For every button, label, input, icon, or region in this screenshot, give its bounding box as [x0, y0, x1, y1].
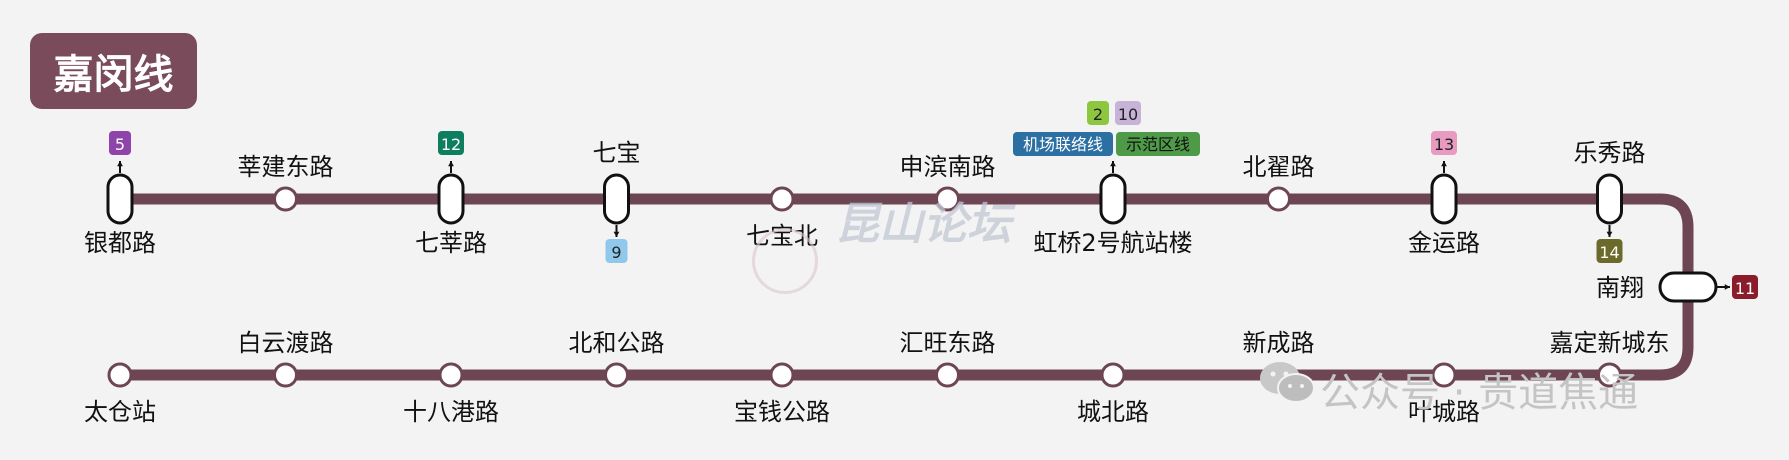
- station-marker: [1266, 186, 1291, 212]
- transfer-arrow-head: [448, 161, 454, 167]
- station-label: 新成路: [1243, 329, 1315, 357]
- transfer-arrow-head: [117, 161, 123, 167]
- interchange-station-marker: [1099, 173, 1127, 225]
- station-label: 叶城路: [1408, 398, 1480, 426]
- transfer-line-badge: 11: [1735, 279, 1755, 298]
- interchange-station-marker: [1658, 271, 1718, 303]
- forum-watermark: 昆山论坛: [835, 199, 1011, 250]
- station-label: 白云渡路: [238, 329, 334, 357]
- transfer-line-badge-bg: [109, 131, 131, 155]
- transfer-arrow-head: [1441, 161, 1447, 167]
- interchange-station-marker: [1430, 173, 1458, 225]
- station-label: 城北路: [1077, 398, 1149, 426]
- transfer-arrow-head: [1110, 161, 1116, 167]
- transfer-line-badge-bg: [438, 131, 464, 155]
- station-label: 金运路: [1408, 229, 1480, 257]
- station-label: 太仓站: [84, 398, 156, 426]
- transfer-arrow-head: [613, 231, 620, 237]
- station-label: 七宝: [593, 139, 641, 167]
- transfer-line-badge-bg: [1732, 275, 1758, 299]
- station-label: 七莘路: [415, 229, 487, 257]
- extra-line-badge: 机场联络线: [1023, 135, 1103, 154]
- account-watermark: 公众号 · 贵道焦通: [1320, 370, 1639, 416]
- station-label: 嘉定新城东: [1550, 329, 1670, 357]
- transfer-line-badge-bg: [605, 239, 628, 263]
- station-marker: [769, 186, 795, 212]
- extra-line-badge-bg: [1013, 132, 1113, 156]
- station-label: 莘建东路: [238, 153, 334, 181]
- station-marker: [935, 186, 960, 212]
- station-label: 南翔: [1596, 274, 1644, 302]
- transfer-arrow-head: [1724, 284, 1730, 290]
- station-marker: [273, 362, 298, 388]
- transfer-line-badge: 14: [1599, 243, 1619, 262]
- station-marker: [935, 362, 960, 388]
- interchange-station-marker: [106, 173, 134, 225]
- interchange-station-marker: [603, 173, 630, 225]
- station-label: 北翟路: [1243, 153, 1315, 181]
- transfer-line-badge: 10: [1118, 105, 1138, 124]
- line-title: 嘉闵线: [30, 33, 197, 109]
- station-label: 银都路: [84, 229, 156, 257]
- station-marker: [604, 362, 629, 388]
- extra-line-badge: 示范区线: [1126, 135, 1190, 154]
- transfer-line-badge: 5: [115, 135, 125, 154]
- wechat-icon: [1260, 362, 1315, 403]
- station-label: 乐秀路: [1574, 139, 1646, 167]
- interchange-station-marker: [437, 173, 465, 225]
- station-label: 虹桥2号航站楼: [1033, 229, 1192, 257]
- station-marker: [273, 186, 298, 212]
- transfer-line-badge: 9: [611, 243, 621, 262]
- forum-seal-watermark: [752, 228, 818, 294]
- extra-line-badge-bg: [1116, 132, 1200, 156]
- transfer-line-badge: 13: [1434, 135, 1454, 154]
- station-marker: [438, 362, 464, 388]
- station-marker: [1431, 362, 1457, 388]
- transfer-arrow-head: [1606, 231, 1613, 237]
- station-label: 汇旺东路: [900, 329, 996, 357]
- transfer-line-badge-bg: [1087, 101, 1109, 125]
- station-marker: [107, 362, 133, 388]
- transfer-line-badge: 2: [1093, 105, 1103, 124]
- station-marker: [1100, 362, 1126, 388]
- station-marker: [1597, 362, 1622, 388]
- transfer-line-badge-bg: [1115, 101, 1141, 125]
- transfer-line-badge-bg: [1596, 239, 1623, 263]
- station-marker: [769, 362, 795, 388]
- station-label: 十八港路: [403, 398, 499, 426]
- interchange-station-marker: [1596, 173, 1623, 225]
- transfer-line-badge-bg: [1431, 131, 1457, 155]
- station-label: 申滨南路: [900, 153, 996, 181]
- transfer-line-badge: 12: [441, 135, 461, 154]
- station-label: 北和公路: [569, 329, 665, 357]
- station-label: 宝钱公路: [734, 398, 830, 426]
